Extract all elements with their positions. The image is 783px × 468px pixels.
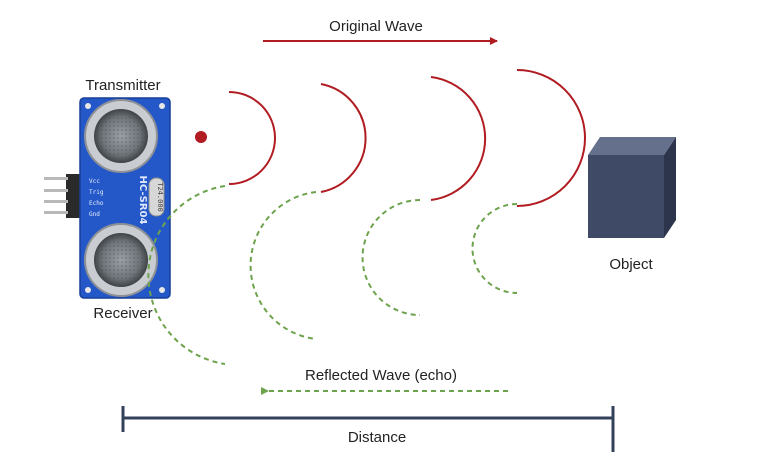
receiver-label: Receiver bbox=[93, 305, 152, 322]
original-wave-front bbox=[228, 91, 276, 185]
pin-label: Gnd bbox=[89, 211, 100, 218]
original-wave-front bbox=[516, 69, 586, 207]
receiver-transducer bbox=[84, 223, 158, 297]
crystal-label: T24.000 bbox=[156, 182, 164, 212]
reflected-wave-front bbox=[147, 185, 226, 365]
sensor-model-label: HC-SR04 bbox=[137, 176, 148, 225]
reflected-wave-front bbox=[361, 199, 421, 316]
reflected-wave-front bbox=[249, 191, 317, 340]
distance-scale bbox=[121, 406, 615, 452]
object-label: Object bbox=[609, 256, 653, 273]
emission-point bbox=[195, 131, 207, 143]
ultrasonic-sensor: Vcc Trig Echo Gnd HC-SR04 T24.000 bbox=[44, 97, 171, 299]
transmitter-label: Transmitter bbox=[85, 77, 160, 94]
reflected-wave-fronts bbox=[147, 185, 518, 365]
original-wave-front bbox=[430, 76, 487, 201]
pin-label: Vcc bbox=[89, 178, 100, 185]
pin-label: Echo bbox=[89, 200, 104, 207]
distance-label: Distance bbox=[348, 429, 406, 446]
pin-label: Trig bbox=[89, 189, 104, 196]
original-wave-fronts bbox=[228, 69, 586, 207]
reflected-wave-front bbox=[471, 203, 518, 294]
transmitter-transducer bbox=[84, 99, 158, 173]
reflected-wave-label: Reflected Wave (echo) bbox=[305, 367, 457, 384]
object-cube bbox=[588, 137, 676, 238]
original-wave-front bbox=[320, 83, 367, 193]
header-pins bbox=[44, 174, 82, 218]
crystal-component: T24.000 bbox=[148, 177, 165, 217]
original-wave-label: Original Wave bbox=[329, 18, 423, 35]
